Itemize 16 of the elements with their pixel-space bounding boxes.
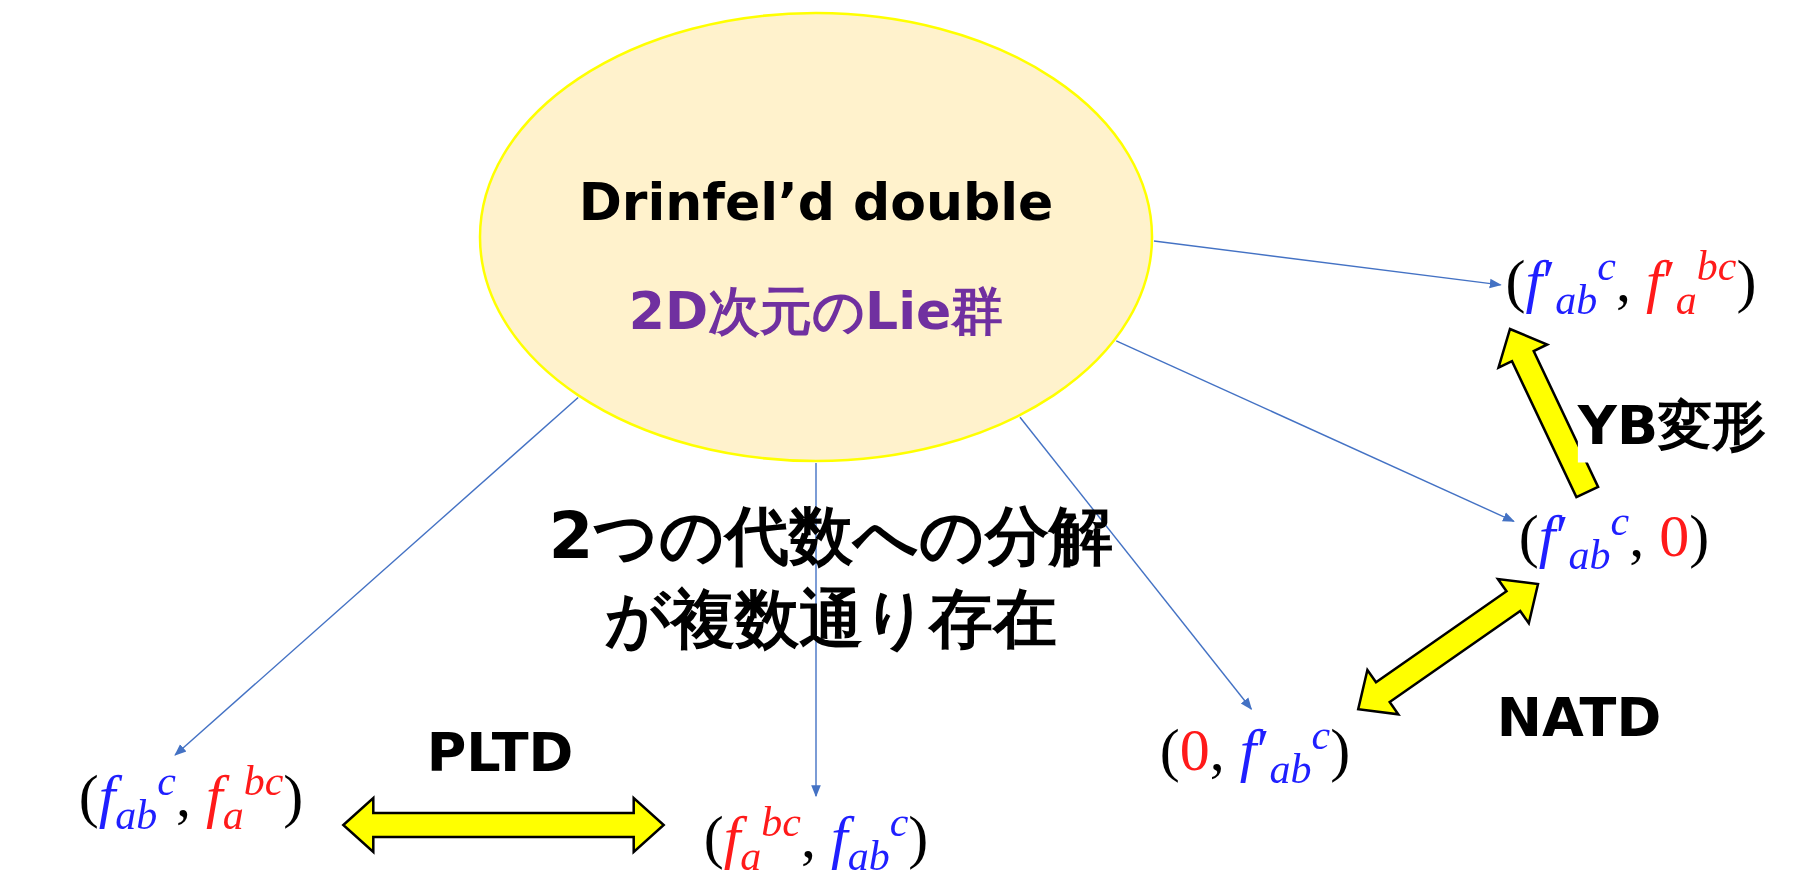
formula: (0, f′$_{ab}$$^{c}$) (1159, 714, 1351, 790)
arrow (1153, 240, 1502, 289)
arrow (811, 462, 821, 798)
arrow (1019, 416, 1253, 710)
arrow (174, 396, 579, 756)
formula: (f′$_{ab}$$^{c}$, f′$_{a}$$^{bc}$) (1505, 245, 1757, 321)
heading-text: Drinfel’d double (578, 172, 1054, 232)
subtitle-text: 2D次元のLie群 (628, 280, 1004, 343)
double-block-arrow (1356, 577, 1540, 716)
formula: (f$_{ab}$$^{c}$, f$_{a}$$^{bc}$) (78, 760, 304, 836)
arrow (1115, 340, 1515, 523)
formula: (f′$_{ab}$$^{c}$, 0) (1518, 500, 1710, 576)
note-text: 2つの代数への分解が複数通り存在 (547, 497, 1115, 658)
double-block-arrow (341, 795, 666, 855)
formula: (f$_{a}$$^{bc}$, f$_{ab}$$^{c}$) (703, 801, 929, 877)
block-arrow (1496, 327, 1600, 499)
